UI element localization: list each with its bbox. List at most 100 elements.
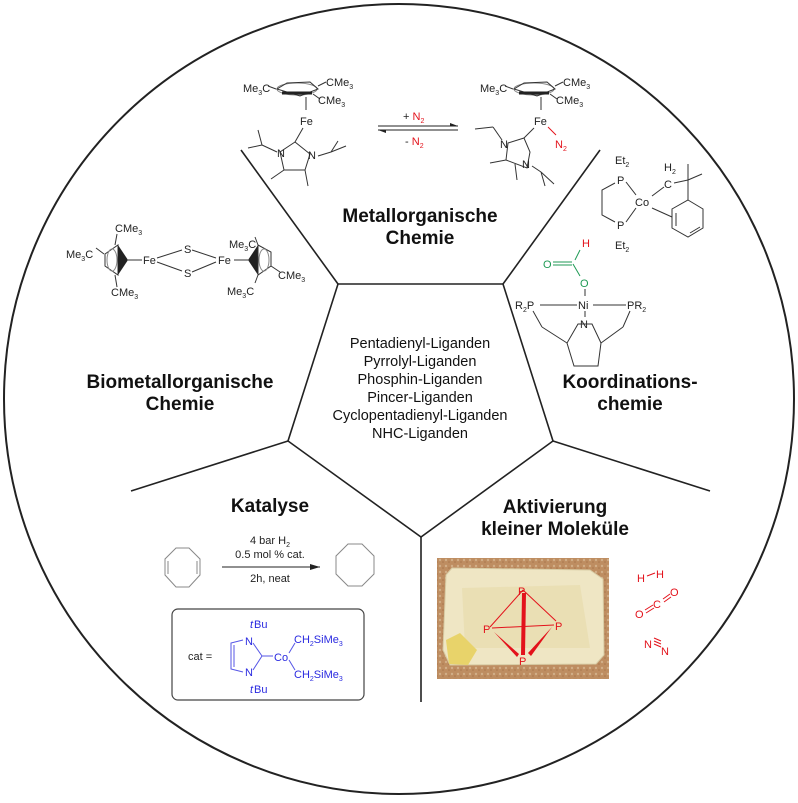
n2-n-right: N: [661, 646, 669, 658]
h2-h-left: H: [637, 573, 645, 585]
svg-text:Fe: Fe: [300, 116, 313, 128]
catalysis-scheme: 4 bar H2 0.5 mol % cat. 2h, neat cat = t…: [164, 535, 375, 701]
equilibrium-arrow: + N2 - N2: [378, 111, 458, 150]
svg-text:cat =: cat =: [188, 651, 212, 663]
svg-text:N: N: [277, 148, 285, 160]
section-title-metallorganische: Metallorganische Chemie: [300, 206, 540, 250]
title-line: Chemie: [385, 228, 455, 249]
svg-text:Fe: Fe: [534, 116, 547, 128]
svg-text:P: P: [518, 586, 525, 598]
svg-text:H2: H2: [664, 162, 676, 176]
ligand-item: Pentadienyl-Liganden: [349, 336, 491, 352]
svg-text:Ni: Ni: [578, 300, 588, 312]
svg-text:P: P: [483, 624, 490, 636]
title-line: Katalyse: [230, 496, 310, 517]
svg-text:Bu: Bu: [254, 619, 267, 631]
fe-nhc-complex: Me3C CMe3 CMe3 Fe N N: [243, 77, 353, 187]
divider-top-right: [502, 149, 601, 285]
outer-circle: [3, 3, 795, 795]
svg-text:N: N: [580, 319, 588, 331]
divider-top-left: [240, 149, 339, 285]
svg-text:N: N: [522, 159, 530, 171]
title-line: Biometallorganische: [86, 372, 274, 393]
title-line: kleiner Moleküle: [481, 519, 629, 540]
svg-text:CMe3: CMe3: [278, 270, 305, 284]
svg-text:CMe3: CMe3: [111, 287, 138, 301]
h2-h-right: H: [656, 569, 664, 581]
svg-text:N: N: [308, 150, 316, 162]
ligand-item: Cyclopentadienyl-Liganden: [332, 408, 508, 424]
svg-text:N: N: [245, 667, 253, 679]
cyclooctadiene-icon: [164, 547, 201, 588]
svg-text:O: O: [580, 278, 589, 290]
small-molecules: H H O C O N N: [635, 569, 679, 658]
divider-left: [130, 440, 289, 492]
condition-h2: 4 bar H2: [250, 535, 290, 549]
svg-text:Fe: Fe: [218, 255, 231, 267]
ligand-item: NHC-Liganden: [372, 426, 468, 442]
condition-cat: 0.5 mol % cat.: [235, 549, 305, 561]
section-title-koordinationschemie: Koordinations- chemie: [540, 372, 720, 416]
svg-text:P: P: [617, 175, 624, 187]
n2-symbol: N: [412, 111, 420, 123]
section-title-katalyse: Katalyse: [190, 496, 350, 518]
ligand-item: Pincer-Liganden: [367, 390, 473, 406]
svg-text:S: S: [184, 244, 191, 256]
svg-text:CH2SiMe3: CH2SiMe3: [294, 634, 343, 648]
reaction-arrow: [310, 564, 320, 570]
svg-text:R2P: R2P: [515, 300, 534, 314]
ligand-item: Phosphin-Liganden: [357, 372, 483, 388]
ni-pincer-formate: H O O R2P Ni PR2 N: [515, 238, 646, 367]
svg-text:Co: Co: [635, 197, 649, 209]
cyclooctane-icon: [335, 543, 375, 587]
svg-text:Co: Co: [274, 652, 288, 664]
svg-text:Me3C: Me3C: [243, 83, 270, 97]
co2-c: C: [653, 599, 661, 611]
svg-text:Et2: Et2: [615, 155, 629, 169]
svg-text:CMe3: CMe3: [318, 95, 345, 109]
condition-time: 2h, neat: [250, 573, 290, 585]
title-line: Koordinations-: [562, 372, 698, 393]
section-title-biometallorganische: Biometallorganische Chemie: [70, 372, 290, 416]
svg-text:Et2: Et2: [615, 240, 629, 254]
svg-text:t: t: [250, 619, 254, 631]
co2-o-left: O: [635, 609, 644, 621]
forward-label: + N2: [403, 111, 424, 125]
n2-ligand: N2: [555, 139, 567, 153]
fe-nhc-n2-complex: Me3C CMe3 CMe3 Fe N2 N N: [474, 77, 590, 187]
svg-text:CH2SiMe3: CH2SiMe3: [294, 669, 343, 683]
title-line: Metallorganische: [342, 206, 498, 227]
svg-text:Fe: Fe: [143, 255, 156, 267]
svg-text:C: C: [664, 179, 672, 191]
co2-o-right: O: [670, 587, 679, 599]
svg-text:P: P: [519, 656, 526, 668]
svg-text:CMe3: CMe3: [326, 77, 353, 91]
svg-text:CMe3: CMe3: [563, 77, 590, 91]
svg-text:H: H: [582, 238, 590, 250]
svg-text:N: N: [500, 139, 508, 151]
svg-text:Me3C: Me3C: [229, 239, 256, 253]
divider-right: [552, 440, 711, 492]
svg-text:Me3C: Me3C: [480, 83, 507, 97]
svg-text:P: P: [555, 621, 562, 633]
ligand-list: Pentadienyl-Liganden Pyrrolyl-Liganden P…: [300, 335, 540, 443]
svg-text:Me3C: Me3C: [66, 249, 93, 263]
svg-text:Me3C: Me3C: [227, 286, 254, 300]
reverse-label: - N2: [405, 136, 424, 150]
svg-text:S: S: [184, 268, 191, 280]
svg-text:Bu: Bu: [254, 684, 267, 696]
svg-text:N: N: [245, 636, 253, 648]
co-depe-complex: Et2 P P Et2 Co C H2: [601, 155, 704, 254]
ligand-item: Pyrrolyl-Liganden: [363, 354, 477, 370]
svg-text:t: t: [250, 684, 254, 696]
p4-crystal-photo: P P P P: [437, 558, 609, 679]
fe2s2-complex: Me3C CMe3 CMe3 Fe S S Fe Me3C CMe3 Me3C: [66, 223, 305, 301]
svg-text:O: O: [543, 259, 552, 271]
svg-text:P: P: [617, 220, 624, 232]
title-line: Aktivierung: [502, 497, 608, 518]
svg-text:CMe3: CMe3: [115, 223, 142, 237]
title-line: chemie: [597, 394, 663, 415]
svg-text:PR2: PR2: [627, 300, 646, 314]
